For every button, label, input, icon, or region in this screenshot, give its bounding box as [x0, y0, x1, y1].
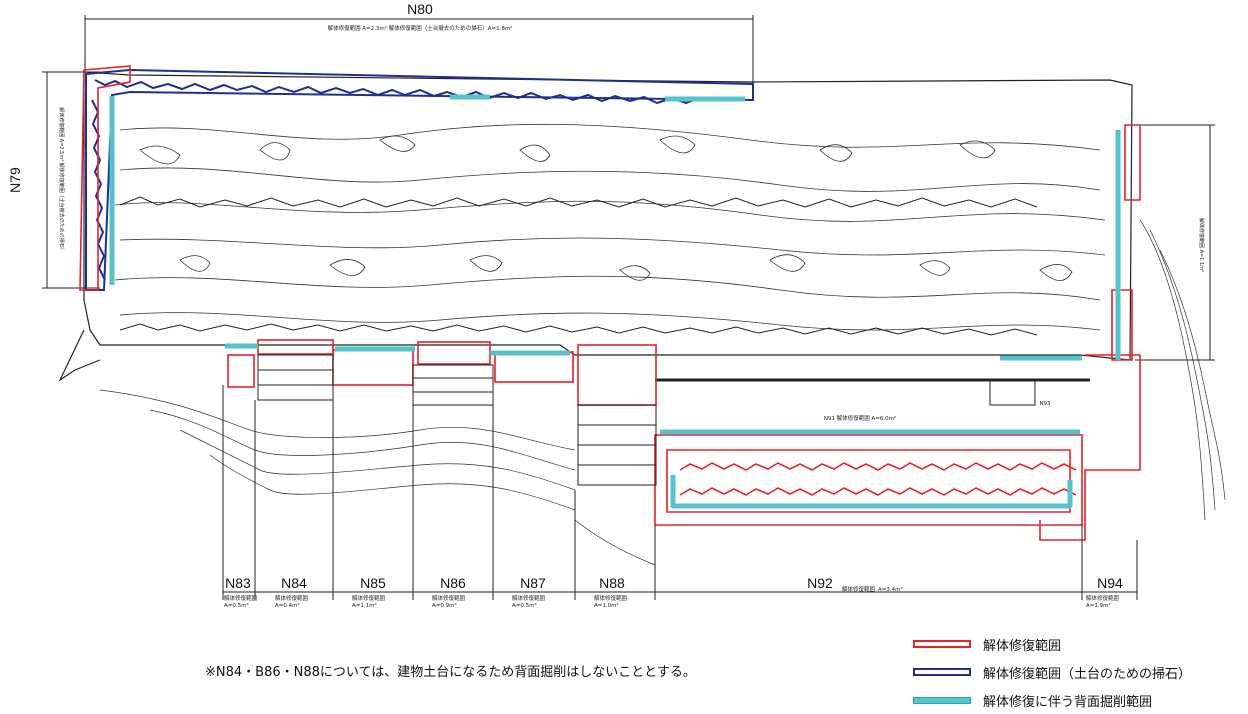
- section-caption: 解体修復範囲: [432, 594, 466, 602]
- legend-label-cyan: 解体修復に伴う背面掘削範囲: [983, 694, 1153, 710]
- section-label-n94: N94: [1097, 575, 1123, 591]
- excavation-note: ※N84・B86・N88については、建物土台になるため背面掘削はしないこととする…: [205, 665, 696, 680]
- label-n79-area: 解体修復範囲 A=2.5m² 解体修復範囲（土台撤去のための掃石）: [58, 107, 65, 253]
- legend: 解体修復範囲 解体修復範囲（土台のための掃石） 解体修復に伴う背面掘削範囲: [913, 630, 1243, 714]
- legend-item-blue: 解体修復範囲（土台のための掃石）: [913, 658, 1243, 686]
- dimension-n79: [42, 71, 100, 289]
- section-caption: 解体修復範囲: [594, 594, 628, 602]
- label-right-area: 解体修復範囲 A=1.1m²: [1198, 218, 1205, 272]
- legend-swatch-red: [913, 640, 971, 648]
- section-label-n83: N83: [225, 575, 251, 591]
- section-label-n85: N85: [360, 575, 386, 591]
- section-label-n87: N87: [520, 575, 546, 591]
- section-label-n88: N88: [599, 575, 625, 591]
- label-n79: N79: [7, 167, 23, 193]
- label-n91: N91 解体修復範囲 A=6.0m²: [824, 414, 896, 422]
- section-area-n84: A=0.4m²: [275, 602, 300, 609]
- stone-row: [119, 196, 1090, 382]
- section-caption: 解体修復範囲: [224, 594, 258, 602]
- label-n80-area: 解体修復範囲 A=2.3m² 解体修復範囲（土台撤去のための掃石）A=1.8m²: [328, 24, 513, 32]
- red-range: [79, 65, 1141, 541]
- section-area-n83: A=0.5m²: [224, 602, 249, 609]
- section-caption: 解体修復範囲: [512, 594, 546, 602]
- legend-swatch-blue: [913, 668, 971, 676]
- slope-contours: [99, 219, 1226, 566]
- terrain-contours: [114, 123, 1106, 331]
- section-labels: N83 N84 N85 N86 N87 N88 N92 N94 解体修復範囲 解…: [224, 575, 1123, 609]
- section-dividers: [222, 385, 1138, 600]
- section-area-n94: A=1.9m²: [1086, 602, 1111, 609]
- section-caption: 解体修復範囲: [352, 594, 386, 602]
- legend-item-cyan: 解体修復に伴う背面掘削範囲: [913, 686, 1243, 714]
- masonry-blocks: [257, 354, 1036, 486]
- section-caption: 解体修復範囲: [275, 594, 309, 602]
- legend-item-red: 解体修復範囲: [913, 630, 1243, 658]
- section-area-n86: A=0.9m²: [432, 602, 457, 609]
- section-caption: 解体修復範囲: [1086, 594, 1120, 602]
- section-area-n88: A=1.0m²: [594, 602, 619, 609]
- section-area-n92: A=3.4m²: [878, 586, 903, 593]
- section-label-n84: N84: [281, 575, 307, 591]
- section-area-n87: A=0.5m²: [512, 602, 537, 609]
- section-caption-n92: 解体修復範囲: [842, 585, 876, 593]
- dimension-n80: [84, 15, 754, 88]
- section-label-n92: N92: [807, 575, 833, 591]
- section-label-n86: N86: [440, 575, 466, 591]
- cyan-range: [109, 94, 1121, 509]
- legend-label-red: 解体修復範囲: [983, 638, 1062, 654]
- label-n80: N80: [407, 1, 433, 17]
- legend-swatch-cyan: [913, 696, 971, 704]
- label-n93: N93: [1039, 401, 1051, 407]
- dimension-right: [1135, 124, 1215, 361]
- wall-outline: [58, 71, 1133, 382]
- section-area-n85: A=1.1m²: [352, 602, 377, 609]
- legend-label-blue: 解体修復範囲（土台のための掃石）: [983, 666, 1192, 682]
